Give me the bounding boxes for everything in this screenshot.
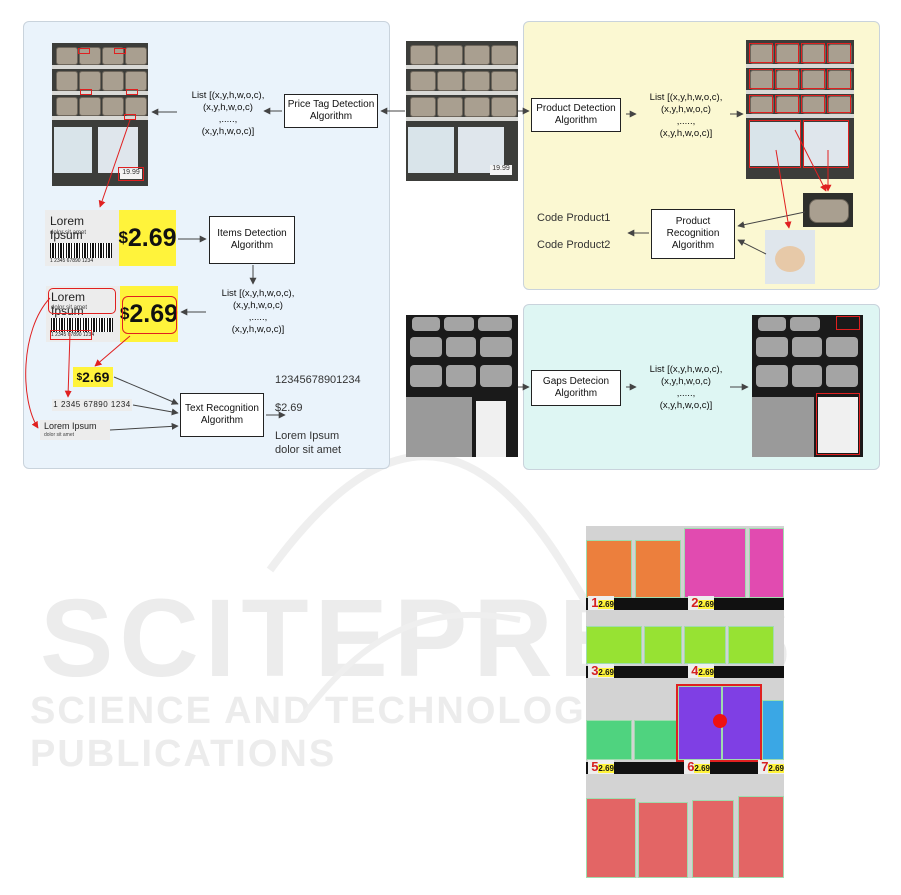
label-subtitle: dolor sit amet <box>51 305 88 311</box>
gaps-detection-box: Gaps Detecion Algorithm <box>531 370 621 406</box>
plano-price: 2.69 <box>698 600 714 609</box>
output-barcode: 12345678901234 <box>275 374 361 386</box>
price-value: 2.69 <box>127 223 177 252</box>
plano-price: 2.69 <box>698 668 714 677</box>
depth-map-gaps <box>752 315 863 457</box>
price-tag-price: $2.69 <box>118 210 177 266</box>
photo-price-tag: 19.99 <box>490 165 512 175</box>
planogram: 12.69 22.69 32.69 42.69 52.69 62.69 72.6… <box>586 526 784 878</box>
plano-number: 4 <box>691 663 699 678</box>
price-value: 2.69 <box>82 369 110 385</box>
plano-price: 2.69 <box>598 668 614 677</box>
extracted-name-box: Lorem Ipsum dolor sit amet <box>40 420 110 440</box>
product-list: List [(x,y,h,w,o,c),(x,y,h,w,o,c),.....,… <box>649 92 723 139</box>
product-detection-box: Product Detection Algorithm <box>531 98 621 132</box>
price-tag-label-items: Lorem Ipsum dolor sit amet 1 2345 67890 … <box>46 286 120 342</box>
product-code-1: Code Product1 <box>537 212 611 224</box>
price-tag-label: Lorem Ipsum dolor sit amet 1 2345 67890 … <box>45 210 119 266</box>
shelf-photo-tags: 19.99 <box>52 43 148 186</box>
plano-number: 3 <box>591 663 599 678</box>
plano-number: 1 <box>591 595 599 610</box>
price-tag-detection-box: Price Tag Detection Algorithm <box>284 94 378 128</box>
depth-map-input <box>406 315 518 457</box>
crop-dishes <box>803 193 853 227</box>
product-recognition-box: Product Recognition Algorithm <box>651 209 735 259</box>
plano-number: 6 <box>687 759 695 774</box>
items-detection-box: Items Detection Algorithm <box>209 216 295 264</box>
label-name: Lorem Ipsum <box>50 214 85 242</box>
plano-price: 2.69 <box>598 600 614 609</box>
product-code-2: Code Product2 <box>537 239 611 251</box>
crop-box <box>765 230 815 284</box>
plano-price: 2.69 <box>598 764 614 773</box>
plano-number: 5 <box>591 759 599 774</box>
price-symbol: $ <box>119 304 130 323</box>
extracted-barcode-text: 1 2345 67890 1234 <box>52 399 132 411</box>
label-subtitle: dolor sit amet <box>50 230 87 236</box>
barcode-graphic <box>50 243 112 258</box>
price-symbol: $ <box>76 371 83 383</box>
label-barcode-text: 1 2345 67890 1234 <box>51 332 95 338</box>
extracted-price: $2.69 <box>73 367 113 387</box>
plano-price: 2.69 <box>768 764 784 773</box>
gap-marker <box>713 714 727 728</box>
output-name: Lorem Ipsum <box>275 430 340 442</box>
text-recognition-box: Text Recognition Algorithm <box>180 393 264 437</box>
price-value: 2.69 <box>129 299 179 328</box>
plano-number: 7 <box>761 760 769 774</box>
label-barcode-text: 1 2345 67890 1234 <box>50 258 94 264</box>
price-tag-price-items: $2.69 <box>120 286 178 342</box>
shelf-photo-products <box>746 40 854 179</box>
output-subtitle: dolor sit amet <box>275 444 342 456</box>
output-price: $2.69 <box>275 402 303 414</box>
label-name: Lorem Ipsum <box>51 290 86 318</box>
price-symbol: $ <box>118 228 128 247</box>
plano-price: 2.69 <box>694 764 710 773</box>
plano-number: 2 <box>691 595 699 610</box>
extracted-subtitle: dolor sit amet <box>44 432 75 438</box>
price-detect-box <box>122 296 177 334</box>
item-list: List [(x,y,h,w,o,c),(x,y,h,w,o,c),.....,… <box>221 288 295 335</box>
barcode-graphic <box>51 318 113 332</box>
shelf-photo-input: 19.99 <box>406 41 518 181</box>
tag-list: List [(x,y,h,w,o,c),(x,y,h,w,o,c),.....,… <box>191 90 265 137</box>
gap-list: List [(x,y,h,w,o,c),(x,y,h,w,o,c),.....,… <box>649 364 723 411</box>
extracted-name: Lorem Ipsum <box>44 421 97 431</box>
photo-price-tag: 19.99 <box>120 169 142 179</box>
